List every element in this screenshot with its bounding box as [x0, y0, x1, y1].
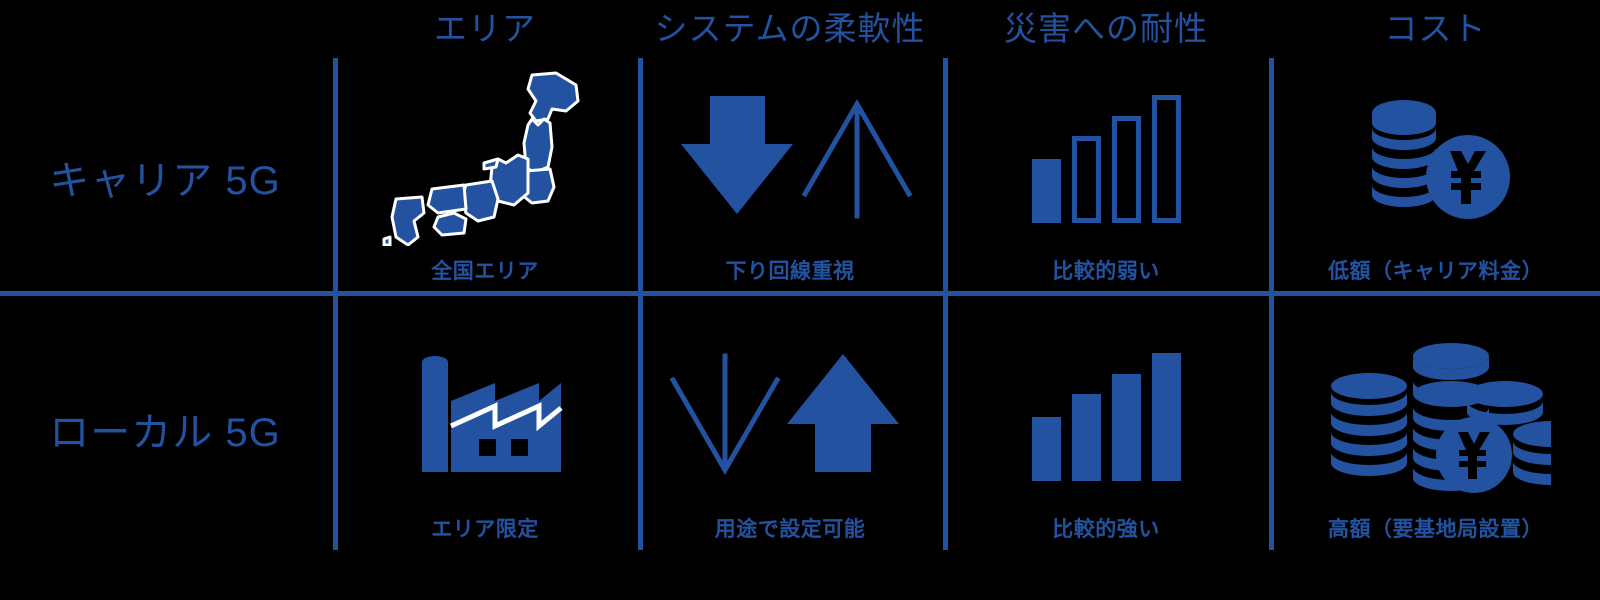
cell-caption-carrier-area: 全国エリア [431, 260, 539, 283]
coin-stacks-large-yen-icon [1271, 320, 1600, 513]
downstream-arrow-solid [681, 95, 793, 214]
cell-carrier-disaster: 比較的弱い [945, 62, 1267, 287]
cell-carrier-flexibility: 下り回線重視 [640, 62, 940, 287]
cell-carrier-cost: 低額（キャリア料金） [1271, 62, 1600, 287]
column-divider-1 [333, 58, 338, 550]
cell-caption-local-area: エリア限定 [431, 518, 539, 541]
cell-carrier-area: 全国エリア [335, 62, 635, 287]
column-header-area: エリア [434, 10, 536, 47]
bar-1 [1031, 416, 1061, 481]
roof-line [449, 402, 563, 432]
down-outline-up-solid-arrows-icon [640, 320, 940, 513]
bar-group-strong [1031, 352, 1181, 481]
upstream-arrow-solid [787, 353, 899, 472]
cell-local-area: エリア限定 [335, 320, 635, 545]
bar-2 [1071, 393, 1101, 481]
cell-local-disaster: 比較的強い [945, 320, 1267, 545]
bar-chart-weak-icon [945, 62, 1267, 255]
bar-4 [1151, 94, 1181, 223]
upstream-arrow-outline [801, 98, 913, 218]
cell-caption-local-cost: 高額（要基地局設置） [1328, 518, 1543, 541]
coin-stack-small-yen-icon [1271, 62, 1600, 255]
column-header-cost: コスト [1384, 10, 1487, 47]
cell-caption-carrier-cost: 低額（キャリア料金） [1328, 260, 1543, 283]
bar-3 [1111, 115, 1141, 223]
cell-caption-local-disaster: 比較的強い [1052, 518, 1160, 541]
column-divider-2 [638, 58, 643, 550]
bar-2 [1071, 135, 1101, 223]
japan-map-icon [335, 62, 635, 255]
cell-local-cost: 高額（要基地局設置） [1271, 320, 1600, 545]
bar-chart-strong-icon [945, 320, 1267, 513]
bar-group-weak [1031, 94, 1181, 223]
column-divider-3 [943, 58, 948, 550]
cell-local-flexibility: 用途で設定可能 [640, 320, 940, 545]
bar-4 [1151, 352, 1181, 481]
cell-caption-local-flexibility: 用途で設定可能 [714, 518, 866, 541]
row-label-local-5g: ローカル 5G [49, 411, 281, 455]
cell-caption-carrier-flexibility: 下り回線重視 [725, 260, 855, 283]
yen-symbol [1457, 432, 1490, 479]
downstream-arrow-outline [669, 353, 781, 475]
column-header-disaster: 災害への耐性 [1004, 10, 1208, 47]
bar-1 [1031, 158, 1061, 223]
bar-3 [1111, 373, 1141, 481]
coin-stack-right-lower [1512, 421, 1551, 485]
row-label-carrier-5g: キャリア 5G [49, 159, 281, 203]
cell-caption-carrier-disaster: 比較的弱い [1052, 260, 1160, 283]
column-divider-4 [1269, 58, 1274, 550]
factory-icon [335, 320, 635, 513]
factory-windows [479, 439, 528, 456]
coin-stack-left [1330, 373, 1407, 476]
down-solid-up-outline-arrows-icon [640, 62, 940, 255]
column-header-flexibility: システムの柔軟性 [654, 10, 926, 47]
row-divider-horizontal [0, 291, 1600, 296]
yen-symbol [1449, 150, 1486, 204]
